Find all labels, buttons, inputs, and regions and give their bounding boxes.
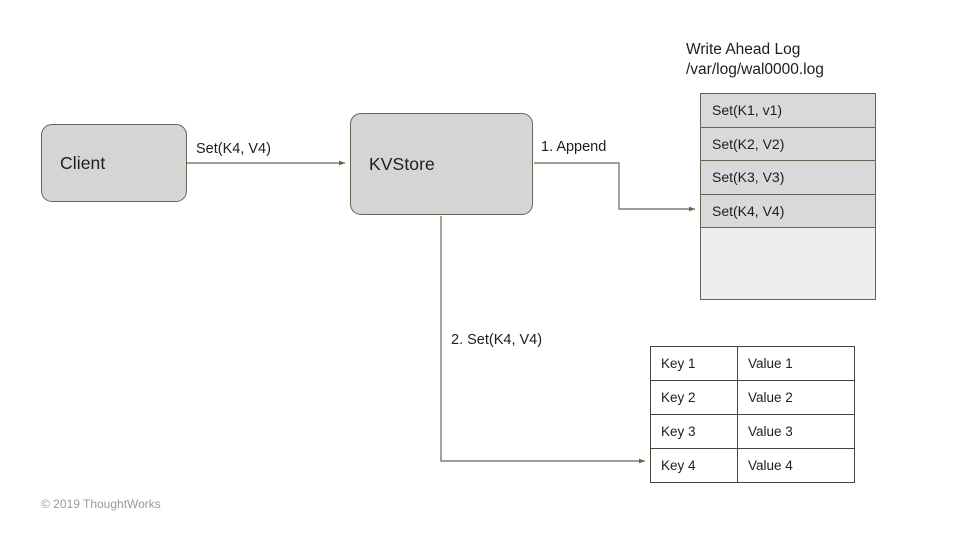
table-row: Key 1 Value 1 xyxy=(650,346,855,381)
edge-label-kvstore-to-wal: 1. Append xyxy=(541,139,607,155)
wal-title: Write Ahead Log /var/log/wal0000.log xyxy=(686,41,824,78)
node-kvstore-label: KVStore xyxy=(369,153,435,174)
table-cell-key: Key 3 xyxy=(650,414,738,449)
connector-kvstore-to-wal xyxy=(534,162,696,212)
wal-box: Set(K1, v1) Set(K2, V2) Set(K3, V3) Set(… xyxy=(700,93,876,300)
table-cell-value: Value 4 xyxy=(737,448,855,483)
node-client[interactable]: Client xyxy=(41,124,187,202)
node-kvstore[interactable]: KVStore xyxy=(350,113,533,215)
table-cell-key: Key 4 xyxy=(650,448,738,483)
node-client-label: Client xyxy=(60,152,106,173)
edge-label-client-to-kvstore: Set(K4, V4) xyxy=(196,141,271,157)
table-row: Key 2 Value 2 xyxy=(650,380,855,415)
wal-entry: Set(K4, V4) xyxy=(701,194,875,228)
wal-entry: Set(K2, V2) xyxy=(701,127,875,161)
table-cell-value: Value 2 xyxy=(737,380,855,415)
table-row: Key 4 Value 4 xyxy=(650,448,855,483)
wal-entry: Set(K3, V3) xyxy=(701,161,875,195)
table-cell-key: Key 1 xyxy=(650,346,738,381)
copyright-footer: © 2019 ThoughtWorks xyxy=(41,497,161,511)
edge-label-kvstore-to-table: 2. Set(K4, V4) xyxy=(451,332,543,348)
table-row: Key 3 Value 3 xyxy=(650,414,855,449)
table-cell-value: Value 3 xyxy=(737,414,855,449)
wal-entry: Set(K1, v1) xyxy=(701,94,875,128)
table-cell-key: Key 2 xyxy=(650,380,738,415)
key-value-table: Key 1 Value 1 Key 2 Value 2 Key 3 Value … xyxy=(650,346,855,483)
table-cell-value: Value 1 xyxy=(737,346,855,381)
wal-empty-space xyxy=(701,228,875,299)
